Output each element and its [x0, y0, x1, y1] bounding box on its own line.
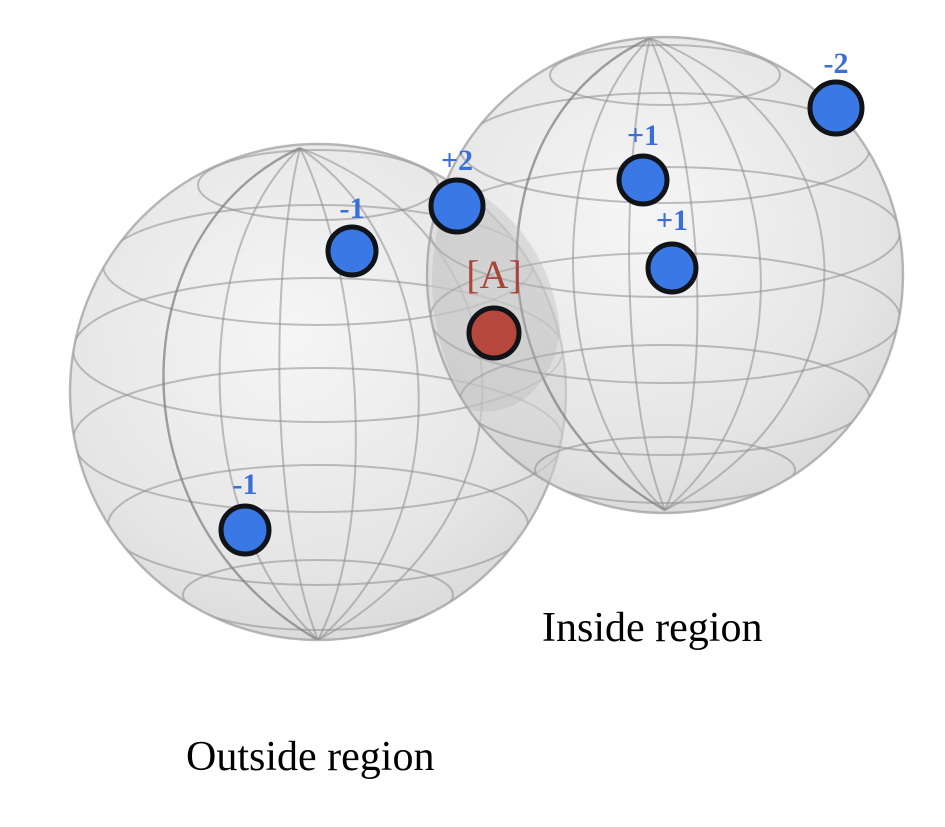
charge-label: +1 [627, 119, 659, 152]
charge-3: -1 [218, 468, 272, 557]
charge-ball [807, 79, 865, 137]
outside-region-label: Outside region [186, 734, 434, 780]
charge-label: -1 [340, 192, 365, 225]
center-charge: [A] [466, 252, 522, 361]
charge-label: -1 [233, 468, 258, 501]
charge-ball [428, 177, 486, 235]
charge-2: +2 [428, 144, 486, 235]
charge-ball [645, 241, 699, 295]
inside-region-label: Inside region [542, 605, 762, 651]
charge-1: -1 [325, 192, 379, 278]
charge-4: +1 [616, 119, 670, 207]
charge-ball [218, 503, 272, 557]
center-charge-label: [A] [466, 252, 522, 297]
center-charge-ball [466, 305, 522, 361]
outside-sphere-wireframe [72, 146, 564, 640]
charge-label: -2 [824, 47, 849, 80]
charge-6: -2 [807, 47, 865, 137]
charge-label: +1 [656, 204, 688, 237]
charge-5: +1 [645, 204, 699, 295]
charge-label: +2 [441, 144, 473, 177]
charge-ball [325, 224, 379, 278]
overlap-region [432, 180, 560, 412]
charge-ball [616, 153, 670, 207]
